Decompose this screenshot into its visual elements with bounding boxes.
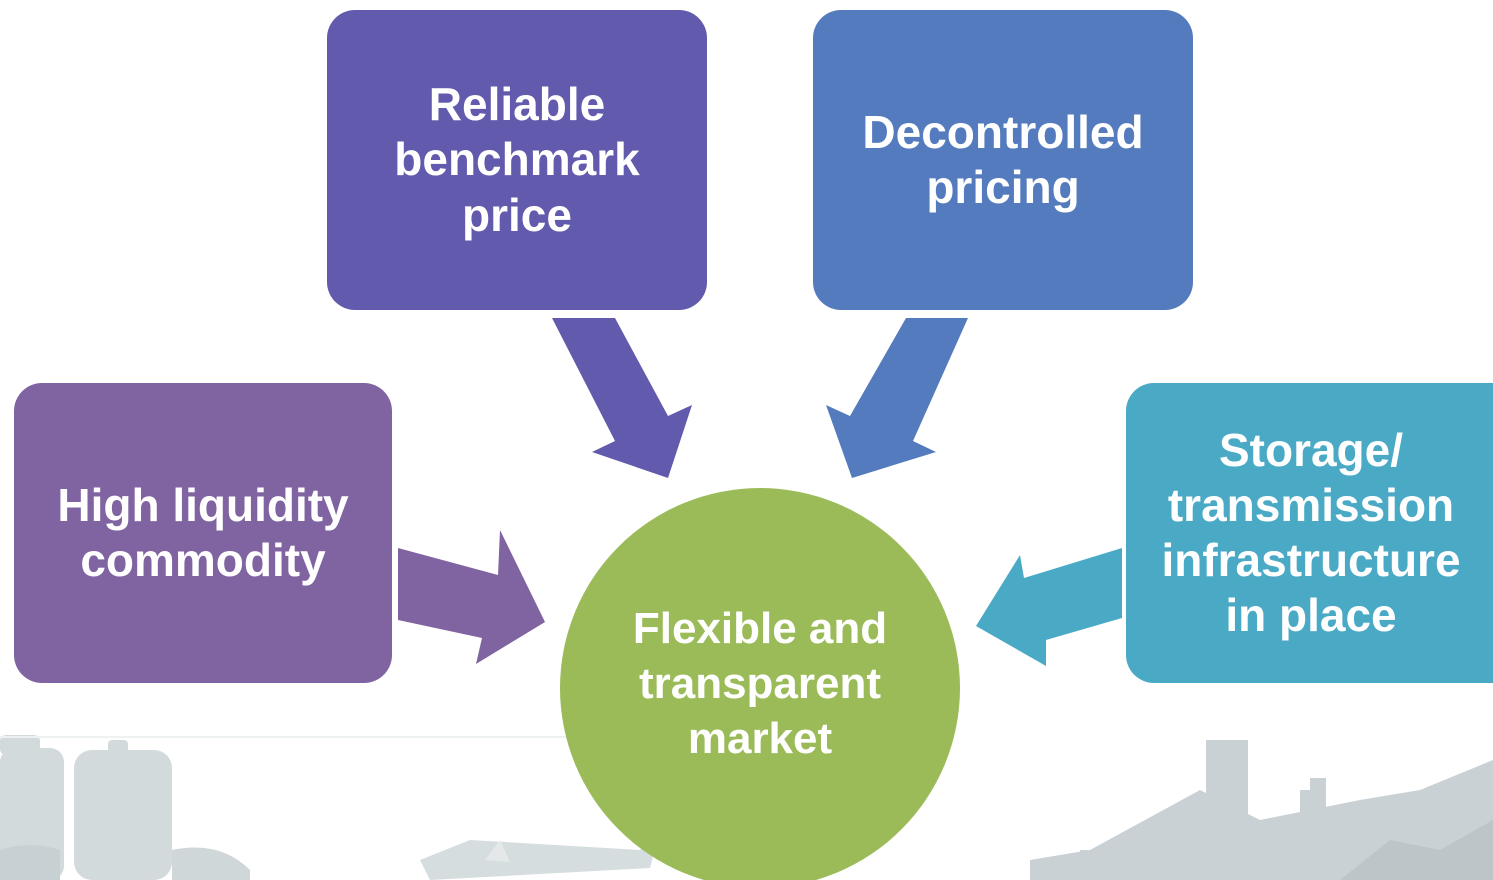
arrow-right	[976, 548, 1122, 666]
input-label: Decontrolled pricing	[862, 105, 1144, 213]
input-label: Reliable benchmark price	[394, 78, 640, 241]
input-box-reliable-benchmark-price: Reliable benchmark price	[327, 10, 707, 310]
arrow-top-left	[552, 318, 692, 478]
arrow-top-right	[826, 318, 968, 478]
center-label: Flexible and transparent market	[632, 603, 888, 763]
input-box-decontrolled-pricing: Decontrolled pricing	[813, 10, 1193, 310]
arrow-left	[398, 530, 545, 664]
input-box-storage-transmission-infrastructure: Storage/ transmission infrastructure in …	[1126, 383, 1493, 683]
center-node-flexible-transparent-market: Flexible and transparent market	[560, 488, 960, 880]
input-label: High liquidity commodity	[57, 478, 349, 586]
input-box-high-liquidity-commodity: High liquidity commodity	[14, 383, 392, 683]
input-label: Storage/ transmission infrastructure in …	[1161, 423, 1461, 642]
